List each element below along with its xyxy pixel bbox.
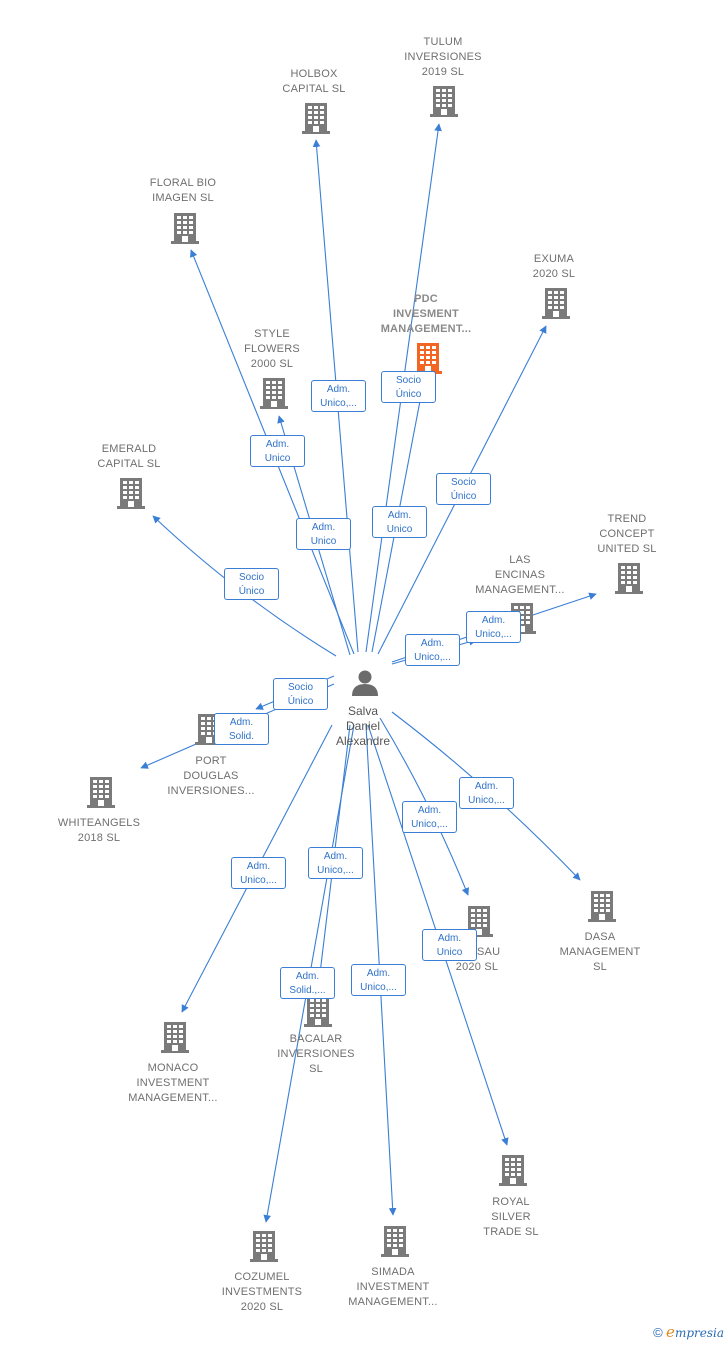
empresia-logo-text: mpresia <box>674 1326 724 1340</box>
empresia-logo-e: e <box>666 1323 675 1341</box>
company-label-emerald[interactable]: EMERALD CAPITAL SL <box>97 443 161 470</box>
company-label-dasa[interactable]: DASA MANAGEMENT SL <box>559 931 641 973</box>
edge-role-label-tulum[interactable]: Adm. Unico <box>372 506 427 538</box>
edge-role-label-cozumel[interactable]: Adm. Solid.,... <box>280 967 335 999</box>
building-icon[interactable] <box>499 1155 527 1186</box>
edge-role-label-simada[interactable]: Adm. Unico,... <box>351 964 406 996</box>
company-label-cozumel[interactable]: COZUMEL INVESTMENTS 2020 SL <box>221 1271 303 1313</box>
building-icon[interactable] <box>381 1226 409 1257</box>
building-icon[interactable] <box>117 478 145 509</box>
building-icon[interactable] <box>302 103 330 134</box>
building-icon[interactable] <box>87 777 115 808</box>
company-label-exuma[interactable]: EXUMA 2020 SL <box>532 253 576 280</box>
edge-role-label-emerald[interactable]: Socio Único <box>224 568 279 600</box>
empresia-brand[interactable]: © empresia <box>653 1323 724 1341</box>
edge-role-label-floral[interactable]: Adm. Unico <box>250 435 305 467</box>
person-name-label[interactable]: Salva Daniel Alexandre <box>335 704 391 748</box>
building-icon[interactable] <box>430 86 458 117</box>
company-label-simada[interactable]: SIMADA INVESTMENT MANAGEMENT... <box>348 1266 438 1308</box>
edge-role-label-royal[interactable]: Adm. Unico <box>422 929 477 961</box>
edge-role-label-style[interactable]: Adm. Unico <box>296 518 351 550</box>
building-icon[interactable] <box>250 1231 278 1262</box>
edge-role-label-nassau[interactable]: Adm. Unico,... <box>402 801 457 833</box>
company-label-tulum[interactable]: TULUM INVERSIONES 2019 SL <box>404 36 482 78</box>
edge-role-label-whiteangels[interactable]: Adm. Solid. <box>214 713 269 745</box>
edge-role-label-holbox[interactable]: Adm. Unico,... <box>311 380 366 412</box>
edge-role-label-encinas[interactable]: Adm. Unico,... <box>405 634 460 666</box>
company-label-trend[interactable]: TREND CONCEPT UNITED SL <box>597 513 657 555</box>
person-icon[interactable] <box>352 670 378 697</box>
building-icon[interactable] <box>615 563 643 594</box>
company-label-royal[interactable]: ROYAL SILVER TRADE SL <box>483 1196 539 1238</box>
copyright-icon: © <box>653 1325 663 1340</box>
edge-role-label-monaco[interactable]: Adm. Unico,... <box>231 857 286 889</box>
company-label-monaco[interactable]: MONACO INVESTMENT MANAGEMENT... <box>128 1062 218 1104</box>
company-label-whiteangels[interactable]: WHITEANGELS 2018 SL <box>57 817 141 844</box>
edge-role-label-trend[interactable]: Adm. Unico,... <box>466 611 521 643</box>
building-icon[interactable] <box>414 343 442 374</box>
building-icon[interactable] <box>171 213 199 244</box>
company-label-encinas[interactable]: LAS ENCINAS MANAGEMENT... <box>475 554 565 596</box>
edge-role-label-dasa[interactable]: Adm. Unico,... <box>459 777 514 809</box>
company-label-style[interactable]: STYLE FLOWERS 2000 SL <box>244 328 300 370</box>
building-icon[interactable] <box>588 891 616 922</box>
building-icon[interactable] <box>542 288 570 319</box>
edge-role-label-pdc[interactable]: Socio Único <box>381 371 436 403</box>
company-label-pdc[interactable]: PDC INVESMENT MANAGEMENT... <box>380 293 472 335</box>
edge-role-label-bacalar[interactable]: Adm. Unico,... <box>308 847 363 879</box>
building-icon[interactable] <box>161 1022 189 1053</box>
edge-role-label-exuma[interactable]: Socio Único <box>436 473 491 505</box>
company-label-port[interactable]: PORT DOUGLAS INVERSIONES... <box>167 755 255 797</box>
edge-role-label-port[interactable]: Socio Único <box>273 678 328 710</box>
building-icon[interactable] <box>260 378 288 409</box>
company-label-holbox[interactable]: HOLBOX CAPITAL SL <box>282 68 346 95</box>
company-label-floral[interactable]: FLORAL BIO IMAGEN SL <box>149 177 217 204</box>
building-icon[interactable] <box>304 996 332 1027</box>
company-label-bacalar[interactable]: BACALAR INVERSIONES SL <box>277 1033 355 1075</box>
